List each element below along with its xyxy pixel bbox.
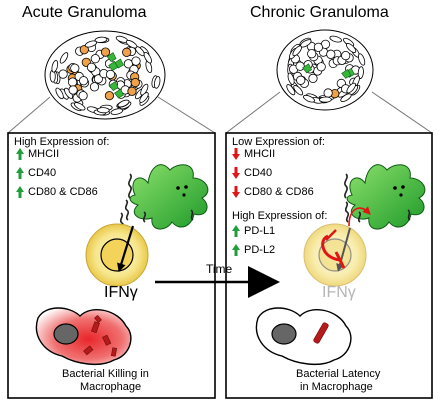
up-arrow-icon bbox=[16, 167, 24, 179]
granuloma-cell bbox=[329, 35, 342, 43]
chronic-low-marker-mhcii: MHCII bbox=[244, 148, 276, 160]
granuloma-dendritic-cell bbox=[108, 61, 118, 71]
acute-caption-line2: Macrophage bbox=[80, 381, 142, 393]
granuloma-cell bbox=[105, 69, 116, 80]
acute-panel bbox=[7, 132, 216, 399]
chronic-up-arrows bbox=[232, 225, 240, 256]
chronic-high-marker-pdl1: PD-L1 bbox=[244, 225, 276, 237]
acute-dendritic-cell bbox=[129, 164, 209, 230]
granuloma-cell bbox=[117, 99, 130, 108]
down-arrow-icon bbox=[232, 186, 240, 198]
granuloma-cell bbox=[358, 53, 366, 66]
chronic-high-marker-pdl2: PD-L2 bbox=[244, 244, 276, 256]
granuloma-cell bbox=[293, 85, 304, 96]
down-arrow-icon bbox=[232, 148, 240, 160]
granuloma-cell bbox=[58, 69, 68, 79]
chronic-cytokine-label: IFNγ bbox=[322, 284, 356, 301]
granuloma-cell bbox=[139, 92, 149, 103]
granuloma-cell bbox=[319, 96, 332, 103]
granuloma-cell bbox=[96, 107, 110, 114]
granuloma-cell bbox=[94, 36, 108, 43]
granuloma-cell bbox=[303, 94, 315, 103]
granuloma-cell bbox=[341, 50, 351, 61]
granuloma-cell bbox=[104, 91, 114, 101]
granuloma-cell bbox=[346, 43, 357, 53]
chronic-low-header: Low Expression of: bbox=[232, 136, 325, 148]
granuloma-cell bbox=[68, 85, 78, 95]
granuloma-cell bbox=[73, 102, 86, 111]
granuloma-cell bbox=[346, 82, 356, 94]
granuloma-cell bbox=[292, 45, 302, 57]
granuloma-cell bbox=[89, 82, 100, 92]
granuloma-cell bbox=[100, 47, 111, 57]
acute-caption-line1: Bacterial Killing in bbox=[62, 368, 149, 380]
zoom-lines bbox=[7, 91, 433, 134]
chronic-title: Chronic Granuloma bbox=[250, 4, 389, 21]
granuloma-cell bbox=[70, 63, 80, 73]
granuloma-dendritic-cell bbox=[108, 81, 119, 91]
granuloma-cell bbox=[307, 49, 317, 59]
granuloma-cell bbox=[313, 42, 323, 52]
up-arrow-icon bbox=[232, 225, 240, 237]
up-arrow-icon bbox=[16, 186, 24, 198]
chronic-t-cell bbox=[303, 206, 371, 287]
granuloma-dendritic-cell bbox=[302, 63, 312, 74]
chronic-granuloma-cluster bbox=[276, 29, 374, 111]
chronic-low-marker-cd80-cd86: CD80 & CD86 bbox=[244, 186, 314, 198]
time-label: Time bbox=[206, 262, 233, 276]
granuloma-cell bbox=[59, 52, 69, 64]
down-arrow-icon bbox=[232, 167, 240, 179]
acute-up-arrows bbox=[16, 148, 24, 198]
granuloma-cell bbox=[357, 66, 364, 79]
acute-title: Acute Granuloma bbox=[22, 4, 147, 21]
granuloma-cell bbox=[340, 93, 352, 102]
granuloma-cell bbox=[51, 60, 59, 73]
up-arrow-icon bbox=[232, 244, 240, 256]
granuloma-cell bbox=[79, 76, 89, 86]
granuloma-cell bbox=[110, 108, 124, 115]
acute-marker-cd80-cd86: CD80 & CD86 bbox=[28, 186, 98, 198]
granuloma-cell bbox=[78, 91, 88, 101]
chronic-low-marker-cd40: CD40 bbox=[244, 167, 273, 179]
granuloma-cell bbox=[316, 62, 326, 72]
acute-granuloma-cluster bbox=[44, 30, 166, 120]
granuloma-cell bbox=[90, 54, 100, 64]
granuloma-cell bbox=[130, 78, 140, 88]
acute-marker-cd40: CD40 bbox=[28, 167, 57, 179]
granuloma-cell bbox=[296, 75, 306, 85]
acute-t-cell bbox=[85, 223, 149, 287]
chronic-caption-line1: Bacterial Latency bbox=[296, 368, 381, 380]
granuloma-cell bbox=[127, 86, 137, 96]
granuloma-cell bbox=[308, 73, 318, 84]
granuloma-cell bbox=[86, 62, 97, 72]
granuloma-cell bbox=[84, 40, 98, 48]
acute-cytokine-label: IFNγ bbox=[104, 284, 138, 301]
granuloma-cell bbox=[125, 39, 138, 49]
acute-receptor-squiggles bbox=[119, 173, 194, 234]
chronic-caption-line2: in Macrophage bbox=[300, 381, 373, 393]
time-arrow bbox=[155, 266, 280, 298]
granuloma-dendritic-cell bbox=[341, 68, 352, 79]
granuloma-cell bbox=[326, 49, 336, 59]
granuloma-dendritic-cell bbox=[114, 88, 124, 99]
chronic-panel bbox=[225, 132, 433, 399]
granuloma-cell bbox=[323, 88, 333, 98]
chronic-latent-macrophage bbox=[255, 307, 352, 366]
granuloma-cell bbox=[154, 76, 161, 89]
acute-marker-mhcii: MHCII bbox=[28, 148, 60, 160]
acute-killing-macrophage bbox=[35, 307, 132, 366]
granuloma-cell bbox=[55, 87, 64, 100]
granuloma-cell bbox=[131, 56, 141, 66]
acute-expression-header: High Expression of: bbox=[14, 136, 110, 148]
chronic-high-header: High Expression of: bbox=[232, 210, 328, 222]
granuloma-cell bbox=[122, 47, 132, 57]
chronic-down-arrows bbox=[232, 148, 240, 198]
granuloma-cell bbox=[143, 51, 152, 64]
granuloma-cell bbox=[140, 83, 149, 96]
chronic-receptor-squiggles bbox=[344, 173, 411, 223]
granuloma-dendritic-cell bbox=[106, 52, 117, 62]
up-arrow-icon bbox=[16, 148, 24, 160]
